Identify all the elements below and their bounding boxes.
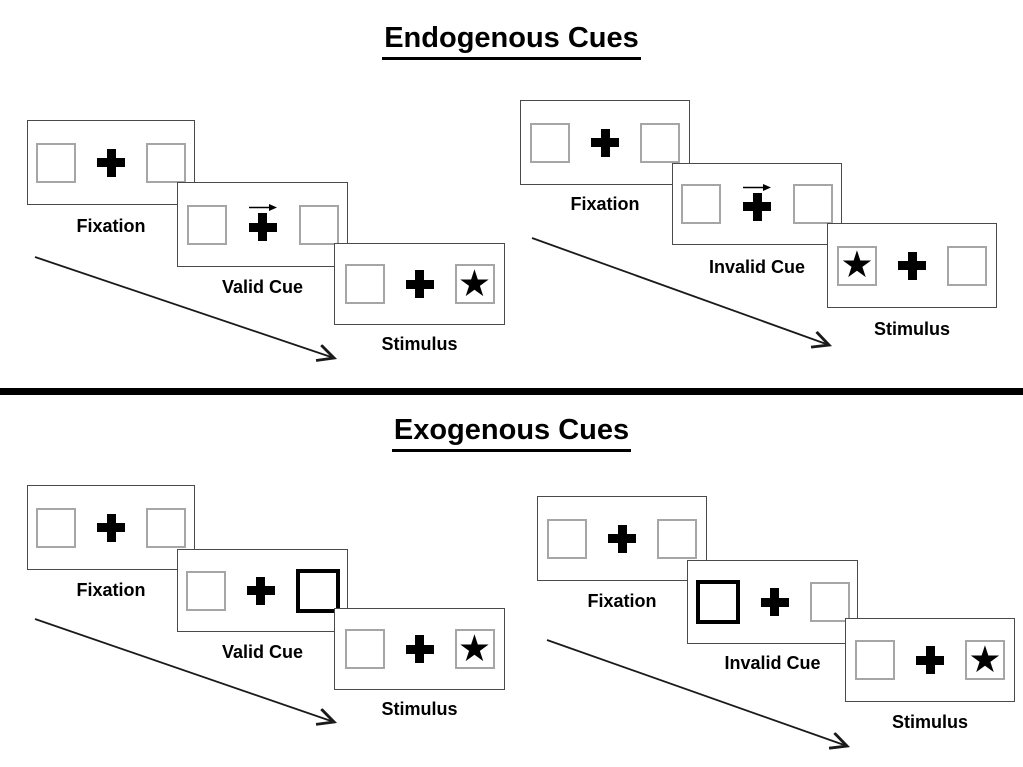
panel-label: Fixation [76, 216, 146, 236]
star-icon: ★ [457, 261, 492, 305]
fixation-cross-icon [743, 192, 771, 221]
panel-label: Valid Cue [221, 277, 304, 297]
panel-label: Stimulus [873, 319, 950, 339]
panel-label: Fixation [587, 591, 657, 611]
right-box [947, 245, 987, 286]
cue-direction-arrow-icon [248, 204, 277, 211]
fixation-cross-icon [898, 251, 926, 280]
fixation-cross-icon [608, 524, 636, 553]
exogenous-valid-stimulus-panel: ★ [334, 608, 505, 690]
panel-label: Invalid Cue [724, 653, 821, 673]
right-box: ★ [454, 626, 495, 670]
left-box [185, 570, 226, 611]
left-box [344, 264, 385, 304]
section-divider [0, 388, 1023, 395]
panel-label: Stimulus [381, 334, 458, 354]
sequence-arrow [531, 237, 829, 345]
panel-label: Invalid Cue [708, 257, 806, 277]
sequence-arrow [34, 256, 334, 358]
right-box [298, 204, 339, 245]
central-cue [742, 182, 772, 221]
panel-label: Stimulus [381, 699, 458, 719]
right-box: ★ [454, 261, 495, 305]
fixation-cross-icon [760, 588, 789, 616]
sequence-arrow [34, 618, 334, 722]
fixation-cross-icon [916, 646, 944, 674]
left-box: ★ [837, 243, 877, 286]
star-icon: ★ [968, 637, 1002, 681]
endogenous-section-title: Endogenous Cues [0, 22, 1023, 60]
exogenous-section-title: Exogenous Cues [0, 414, 1023, 452]
right-box [146, 507, 186, 548]
star-icon: ★ [840, 243, 874, 286]
left-box [36, 142, 76, 183]
central-cue [248, 202, 278, 241]
star-icon: ★ [457, 626, 492, 670]
exogenous-invalid-stimulus-panel: ★ [845, 618, 1015, 702]
left-box [186, 204, 227, 245]
highlighted-cue-box [295, 568, 340, 613]
fixation-cross-icon [591, 128, 619, 157]
endogenous-invalid-fixation-panel [520, 100, 690, 185]
fixation-cross-icon [97, 513, 125, 542]
fixation-cross-icon [97, 148, 125, 177]
sequence-arrow [546, 639, 847, 746]
exogenous-invalid-cue-panel [687, 560, 858, 644]
endogenous-invalid-stimulus-panel: ★ [827, 223, 997, 308]
section-title-text: Exogenous Cues [391, 414, 632, 452]
endogenous-valid-cue-panel [177, 182, 348, 267]
left-box [855, 640, 895, 680]
fixation-cross-icon [248, 213, 277, 241]
exogenous-valid-cue-panel [177, 549, 348, 632]
left-box [681, 184, 721, 224]
fixation-cross-icon [246, 576, 275, 605]
fixation-cross-icon [405, 270, 434, 298]
endogenous-invalid-cue-panel [672, 163, 842, 245]
cue-direction-arrow-icon [743, 183, 771, 191]
right-box: ★ [965, 640, 1005, 680]
endogenous-valid-stimulus-panel: ★ [334, 243, 505, 325]
panel-label: Fixation [76, 580, 146, 600]
left-box [547, 518, 587, 559]
right-box [809, 582, 850, 622]
right-box [146, 142, 186, 183]
left-box [344, 629, 385, 669]
panel-label: Stimulus [891, 712, 968, 732]
exogenous-invalid-fixation-panel [537, 496, 707, 581]
right-box [657, 518, 697, 559]
section-title-text: Endogenous Cues [382, 22, 641, 60]
panel-label: Fixation [570, 194, 640, 214]
right-box [640, 122, 680, 163]
left-box [530, 122, 570, 163]
right-box [793, 184, 833, 224]
fixation-cross-icon [405, 635, 434, 663]
exogenous-valid-fixation-panel [27, 485, 195, 570]
left-box [36, 507, 76, 548]
highlighted-cue-box [695, 580, 740, 624]
panel-label: Valid Cue [221, 642, 304, 662]
endogenous-valid-fixation-panel [27, 120, 195, 205]
